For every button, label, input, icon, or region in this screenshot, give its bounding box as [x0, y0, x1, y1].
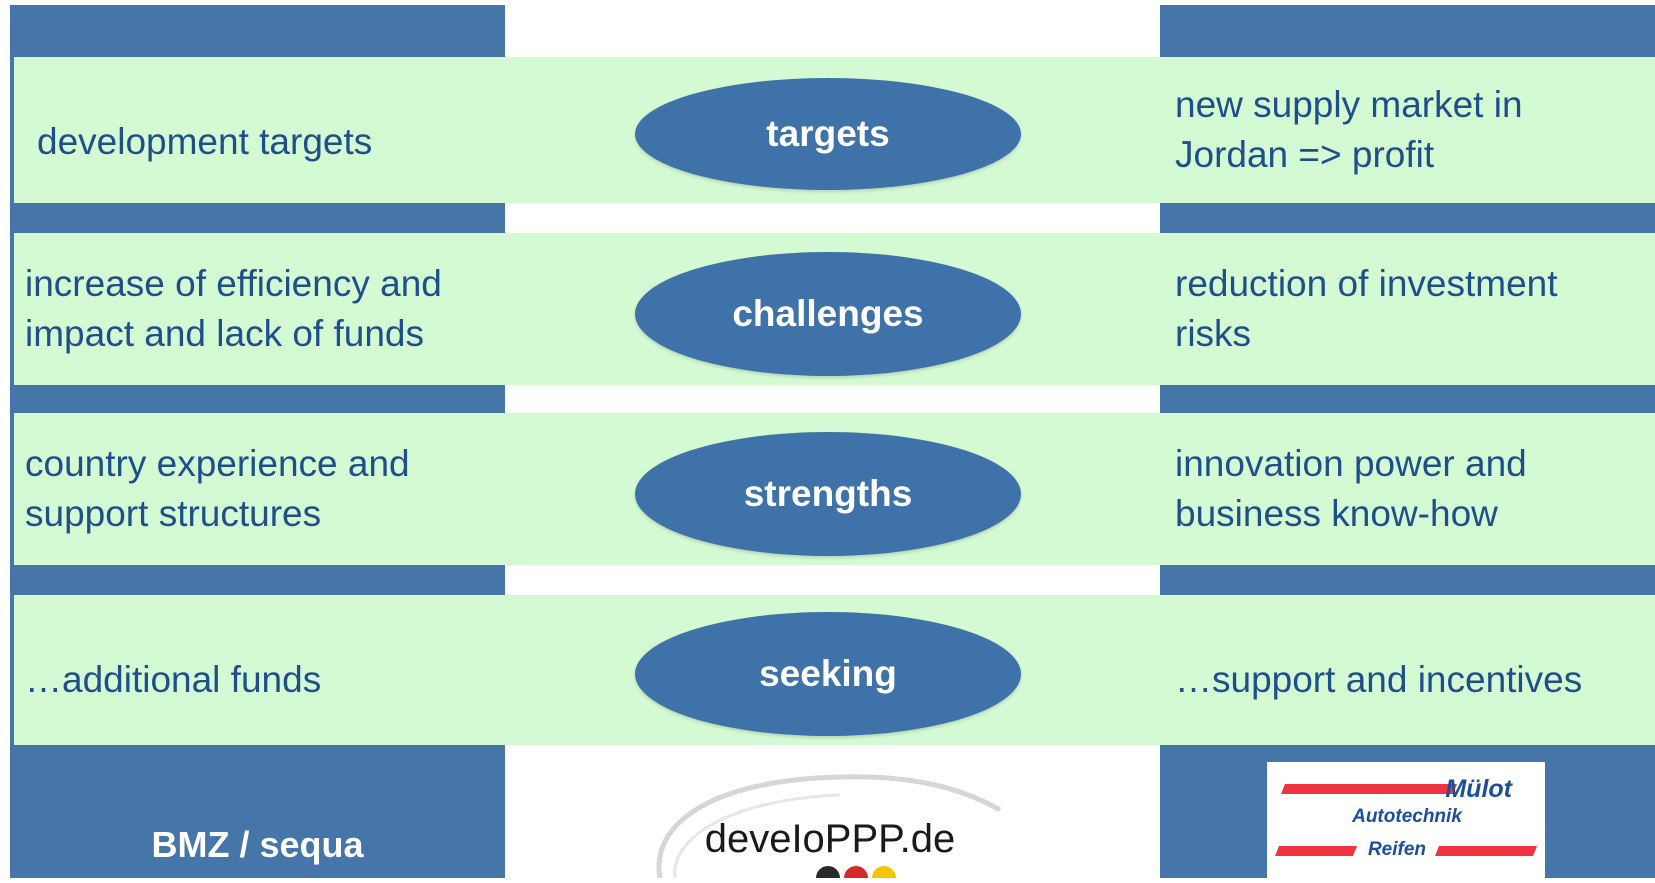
- muelot-logo-brand: Mülot: [1445, 775, 1513, 803]
- ellipse-targets: targets: [635, 78, 1021, 190]
- left-text-targets: development targets: [37, 121, 373, 162]
- ellipse-challenges: challenges: [635, 252, 1021, 376]
- developpp-logo-text: deveIoPPP.de: [705, 817, 956, 861]
- footer-label-bmz-sequa: BMZ / sequa: [151, 824, 364, 865]
- developpp-logo: deveIoPPP.de: [630, 755, 1030, 883]
- developpp-logo-graphic: deveIoPPP.de: [656, 774, 1002, 883]
- ellipse-strengths: strengths: [635, 432, 1021, 556]
- right-text-challenges: reduction of investment risks: [1175, 263, 1558, 354]
- right-text-seeking: …support and incentives: [1175, 659, 1583, 700]
- right-text-strengths: innovation power and business know-how: [1175, 443, 1527, 534]
- left-text-challenges: increase of efficiency and impact and la…: [25, 263, 442, 354]
- left-text-strengths: country experience and support structure…: [25, 443, 410, 534]
- left-text-seeking: …additional funds: [25, 659, 322, 700]
- ellipse-seeking: seeking: [635, 612, 1021, 736]
- right-text-targets: new supply market in Jordan => profit: [1175, 84, 1523, 175]
- muelot-logo-line3: Reifen: [1368, 839, 1426, 860]
- muelot-logo: Mülot Autotechnik Reifen: [1267, 762, 1545, 878]
- muelot-logo-line2: Autotechnik: [1351, 806, 1463, 827]
- muelot-logo-graphic: Mülot Autotechnik Reifen: [1275, 775, 1537, 860]
